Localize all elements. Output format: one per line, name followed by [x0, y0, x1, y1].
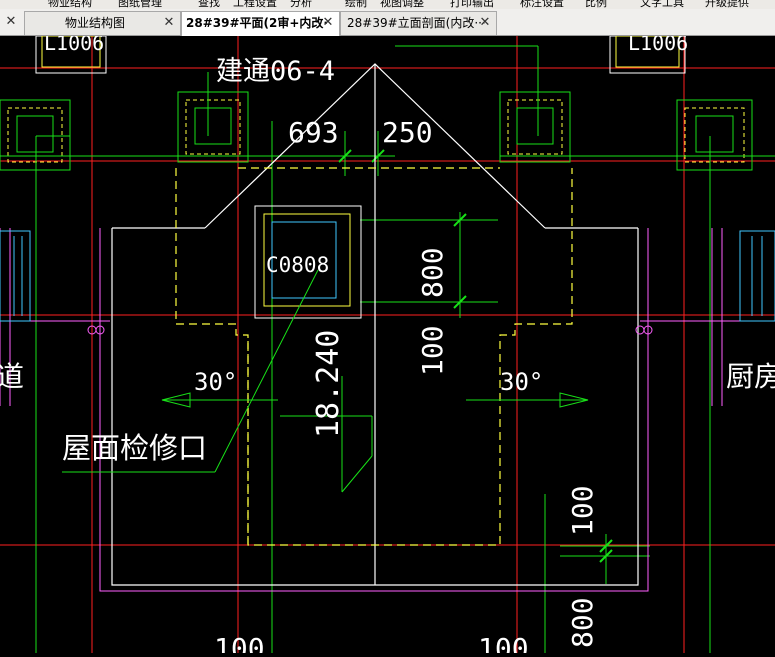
- dim-100c: 100: [214, 632, 265, 653]
- note-leader: [62, 269, 319, 473]
- wall-markers: [87, 325, 653, 335]
- tab-label: 28#39#平面(2审+内改·: [186, 16, 328, 30]
- room-label-right: 厨房: [726, 360, 775, 393]
- slope-left: 30°: [194, 368, 237, 396]
- menu-item[interactable]: 图纸管理: [118, 0, 162, 9]
- tab-floor-plan[interactable]: 28#39#平面(2审+内改· ✕: [181, 11, 340, 36]
- slope-arrows: [161, 392, 589, 408]
- dim-100b: 100: [566, 485, 599, 536]
- menu-item[interactable]: 物业结构: [48, 0, 92, 9]
- dim-100a: 100: [416, 325, 449, 376]
- menu-item[interactable]: 视图调整: [380, 0, 424, 9]
- menu-item[interactable]: 分析: [290, 0, 312, 9]
- roof-outline: [111, 63, 639, 586]
- dim-ticks: [338, 149, 613, 563]
- menu-item[interactable]: 打印输出: [450, 0, 494, 9]
- note-label: 屋面检修口: [62, 431, 207, 465]
- dashed-lines: [175, 167, 573, 546]
- window-label-c: C0808: [266, 253, 329, 277]
- menu-item[interactable]: 文字工具: [640, 0, 684, 9]
- dim-800b: 800: [566, 597, 599, 648]
- tab-close-icon[interactable]: ✕: [479, 15, 491, 30]
- tab-structure-drawing[interactable]: 物业结构图 ✕: [24, 11, 181, 35]
- document-tab-bar: ✕ 物业结构图 ✕ 28#39#平面(2审+内改· ✕ 28#39#立面剖面(内…: [0, 9, 775, 36]
- column-symbols: [0, 91, 753, 171]
- tab-label: 物业结构图: [65, 16, 126, 30]
- menu-item[interactable]: 比例: [585, 0, 607, 9]
- dim-693: 693: [288, 116, 339, 149]
- menu-item[interactable]: 工程设置: [233, 0, 277, 9]
- cad-drawing: L1006 L1006: [0, 31, 775, 657]
- tab-label: 28#39#立面剖面(内改···: [347, 16, 486, 30]
- tab-elevation-section[interactable]: 28#39#立面剖面(内改··· ✕: [340, 11, 497, 35]
- cad-drawing-canvas[interactable]: L1006 L1006: [0, 31, 775, 657]
- window-label-tr: L1006: [628, 36, 688, 55]
- window-label-tl: L1006: [44, 36, 104, 55]
- menu-bar: 物业结构 图纸管理 查找 工程设置 分析 绘制 视图调整 打印输出 标注设置 比…: [0, 0, 775, 9]
- slope-right: 30°: [500, 368, 543, 396]
- room-label-left: 道: [0, 360, 24, 393]
- side-glazing: [0, 230, 775, 322]
- menu-item[interactable]: 升级提供: [705, 0, 749, 9]
- menu-item[interactable]: 查找: [198, 0, 220, 9]
- menu-item[interactable]: 绘制: [345, 0, 367, 9]
- tab-close-icon[interactable]: ✕: [322, 15, 334, 30]
- close-icon[interactable]: ✕: [5, 14, 17, 29]
- axis-lines: [0, 36, 775, 653]
- dim-100d: 100: [478, 632, 529, 653]
- menu-item[interactable]: 标注设置: [520, 0, 564, 9]
- dim-800: 800: [416, 247, 449, 298]
- elevation-label: 18.240: [311, 330, 346, 438]
- tab-close-icon[interactable]: ✕: [163, 15, 175, 30]
- central-window: [254, 205, 362, 319]
- dim-250: 250: [382, 116, 433, 149]
- top-windows: [35, 35, 686, 74]
- roof-title: 建通06-4: [216, 56, 335, 87]
